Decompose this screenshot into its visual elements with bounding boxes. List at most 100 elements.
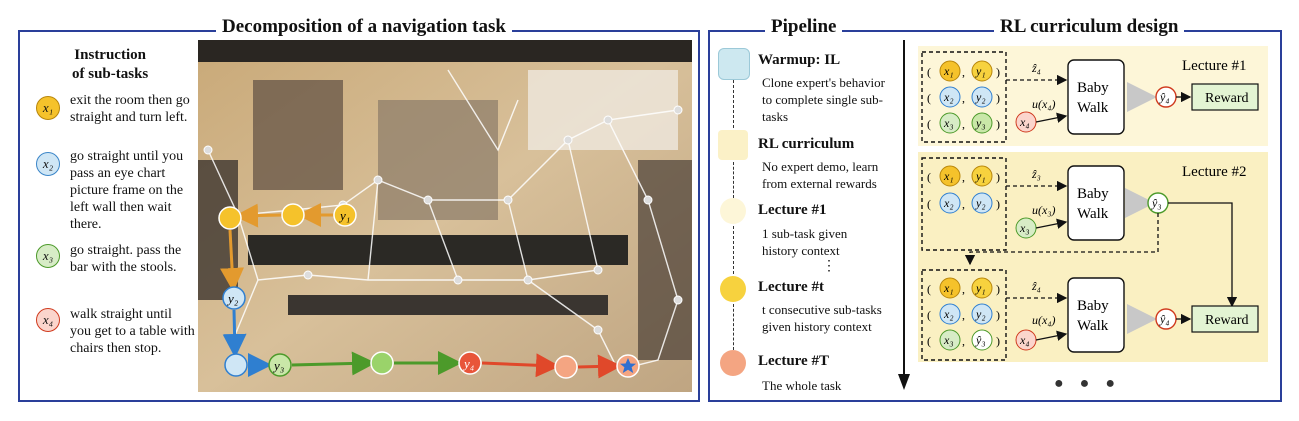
lecture1-babywalk [1067, 59, 1125, 135]
subtask-x1-icon: x₁ [36, 96, 60, 120]
pipeline-stage-lectureT-icon [720, 350, 746, 376]
lecture2-label: Lecture #2 [1182, 164, 1247, 180]
svg-text:(: ( [927, 334, 931, 348]
svg-text:Walk: Walk [1077, 100, 1109, 116]
subtask-x1-text: exit the room then go straight and turn … [70, 93, 190, 125]
svg-text:Baby: Baby [1077, 80, 1109, 96]
pipeline-connector-3 [733, 226, 734, 274]
curriculum-continuation-dots: ● ● ● [1054, 375, 1121, 392]
lecture2-u3: u(x₃) [1032, 203, 1056, 217]
svg-text:x₄: x₄ [1019, 333, 1030, 347]
pipeline-stage-lecture1-icon [720, 198, 746, 224]
floor-map: y₁ y₂ y₃ y₄ [198, 40, 692, 392]
svg-text:x₄: x₄ [1019, 115, 1030, 129]
svg-text:(: ( [927, 197, 931, 211]
svg-text:x₂: x₂ [943, 196, 954, 210]
left-panel-title: Decomposition of a navigation task [216, 16, 512, 38]
svg-text:y₂: y₂ [975, 307, 986, 321]
svg-text:,: , [962, 197, 965, 211]
pipeline-stage-lecturet-icon [720, 276, 746, 302]
svg-text:x₃: x₃ [1019, 221, 1030, 235]
instruction-heading-line2: of sub-tasks [72, 66, 149, 82]
svg-text:): ) [996, 282, 1000, 296]
svg-text:y₂: y₂ [975, 196, 986, 210]
svg-text:(: ( [927, 117, 931, 131]
lecture1-label: Lecture #1 [1182, 58, 1247, 74]
pipeline-stage-warmup-desc: Clone expert's behavior to complete sing… [762, 75, 885, 124]
svg-text:Baby: Baby [1077, 186, 1109, 202]
lecture2-reward [1191, 305, 1259, 333]
map-counter-2 [288, 295, 608, 315]
lecture1-history-box [921, 51, 1007, 143]
pipeline-stage-rl-icon [718, 130, 748, 160]
pipeline-stage-lectureT-title: Lecture #T [758, 353, 829, 369]
subtask-x2-icon: x₂ [36, 152, 60, 176]
pipeline-connector-4 [733, 304, 734, 350]
instruction-heading: Instruction of sub-tasks [72, 46, 148, 84]
waypoint-5 [268, 353, 292, 377]
svg-text:Baby: Baby [1077, 298, 1109, 314]
svg-text:(: ( [927, 65, 931, 79]
map-room-1 [253, 80, 343, 190]
lecture2-z3: ẑ₃ [1031, 167, 1041, 181]
map-room-2 [378, 100, 498, 220]
path-x4 [481, 353, 622, 379]
lecture2-babywalk-1 [1067, 165, 1125, 241]
svg-text:,: , [962, 308, 965, 322]
path-x3 [291, 351, 462, 376]
pipeline-stage-rl-desc: No expert demo, learn from external rewa… [762, 159, 879, 191]
svg-text:y₁: y₁ [975, 64, 986, 78]
lecture2-history-box-2 [921, 269, 1007, 361]
waypoint-2 [218, 206, 242, 230]
waypoint-7 [458, 351, 482, 375]
svg-text:,: , [962, 65, 965, 79]
svg-text:(: ( [927, 282, 931, 296]
waypoint-start [333, 203, 357, 227]
waypoint-3 [222, 286, 246, 310]
svg-text:x₁: x₁ [943, 64, 954, 78]
svg-text:y₂: y₂ [975, 90, 986, 104]
lecture1-z4: ẑ₄ [1031, 61, 1041, 75]
path-x1 [220, 203, 333, 292]
waypoint-1 [281, 203, 305, 227]
map-wall-right [638, 160, 692, 360]
svg-text:,: , [962, 170, 965, 184]
subtask-x3-icon: x₃ [36, 244, 60, 268]
svg-text:): ) [996, 91, 1000, 105]
map-label-y4: y₄ [462, 356, 475, 371]
subtask-x3-text: go straight. pass the bar with the stool… [70, 243, 182, 275]
svg-text:x₂: x₂ [943, 90, 954, 104]
curriculum-title: RL curriculum design [994, 16, 1185, 38]
svg-text:,: , [962, 91, 965, 105]
lecture2-z4: ẑ₄ [1031, 279, 1041, 293]
curriculum-diagram: Lecture #1 ( x₁ , y₁ ) ( x₂ , y₂ ) ( x₃ … [918, 46, 1268, 392]
pipeline-connector-1 [733, 80, 734, 128]
svg-text:,: , [962, 117, 965, 131]
pipeline-connector-2 [733, 162, 734, 198]
map-counter-1 [248, 235, 628, 265]
pipeline-title: Pipeline [765, 16, 843, 38]
svg-text:): ) [996, 65, 1000, 79]
svg-text:x₁: x₁ [943, 169, 954, 183]
pipeline-ellipsis: ⋮ [822, 259, 836, 274]
pipeline-stage-warmup-icon [718, 48, 750, 80]
svg-text:ŷ₄: ŷ₄ [1159, 312, 1170, 326]
waypoint-8 [554, 355, 578, 379]
lecture2-u4: u(x₄) [1032, 313, 1056, 327]
svg-text:ŷ₄: ŷ₄ [1159, 90, 1170, 104]
goal-star-icon [620, 358, 636, 373]
pipeline-stage-lecturet-title: Lecture #t [758, 279, 824, 295]
svg-text:(: ( [927, 170, 931, 184]
pipeline-stage-lecture1-title: Lecture #1 [758, 202, 827, 218]
map-room-3 [528, 70, 678, 150]
subtask-x4-icon: x₄ [36, 308, 60, 332]
lecture1-history-pairs: ( x₁ , y₁ ) ( x₂ , y₂ ) ( x₃ , y₃ ) [927, 60, 1000, 134]
svg-text:Reward: Reward [1205, 313, 1249, 328]
lecture1-u4: u(x₄) [1032, 97, 1056, 111]
svg-text:y₁: y₁ [975, 281, 986, 295]
svg-text:): ) [996, 197, 1000, 211]
svg-text:(: ( [927, 91, 931, 105]
svg-text:): ) [996, 334, 1000, 348]
svg-text:x₃: x₃ [943, 116, 954, 130]
svg-text:x₃: x₃ [943, 333, 954, 347]
